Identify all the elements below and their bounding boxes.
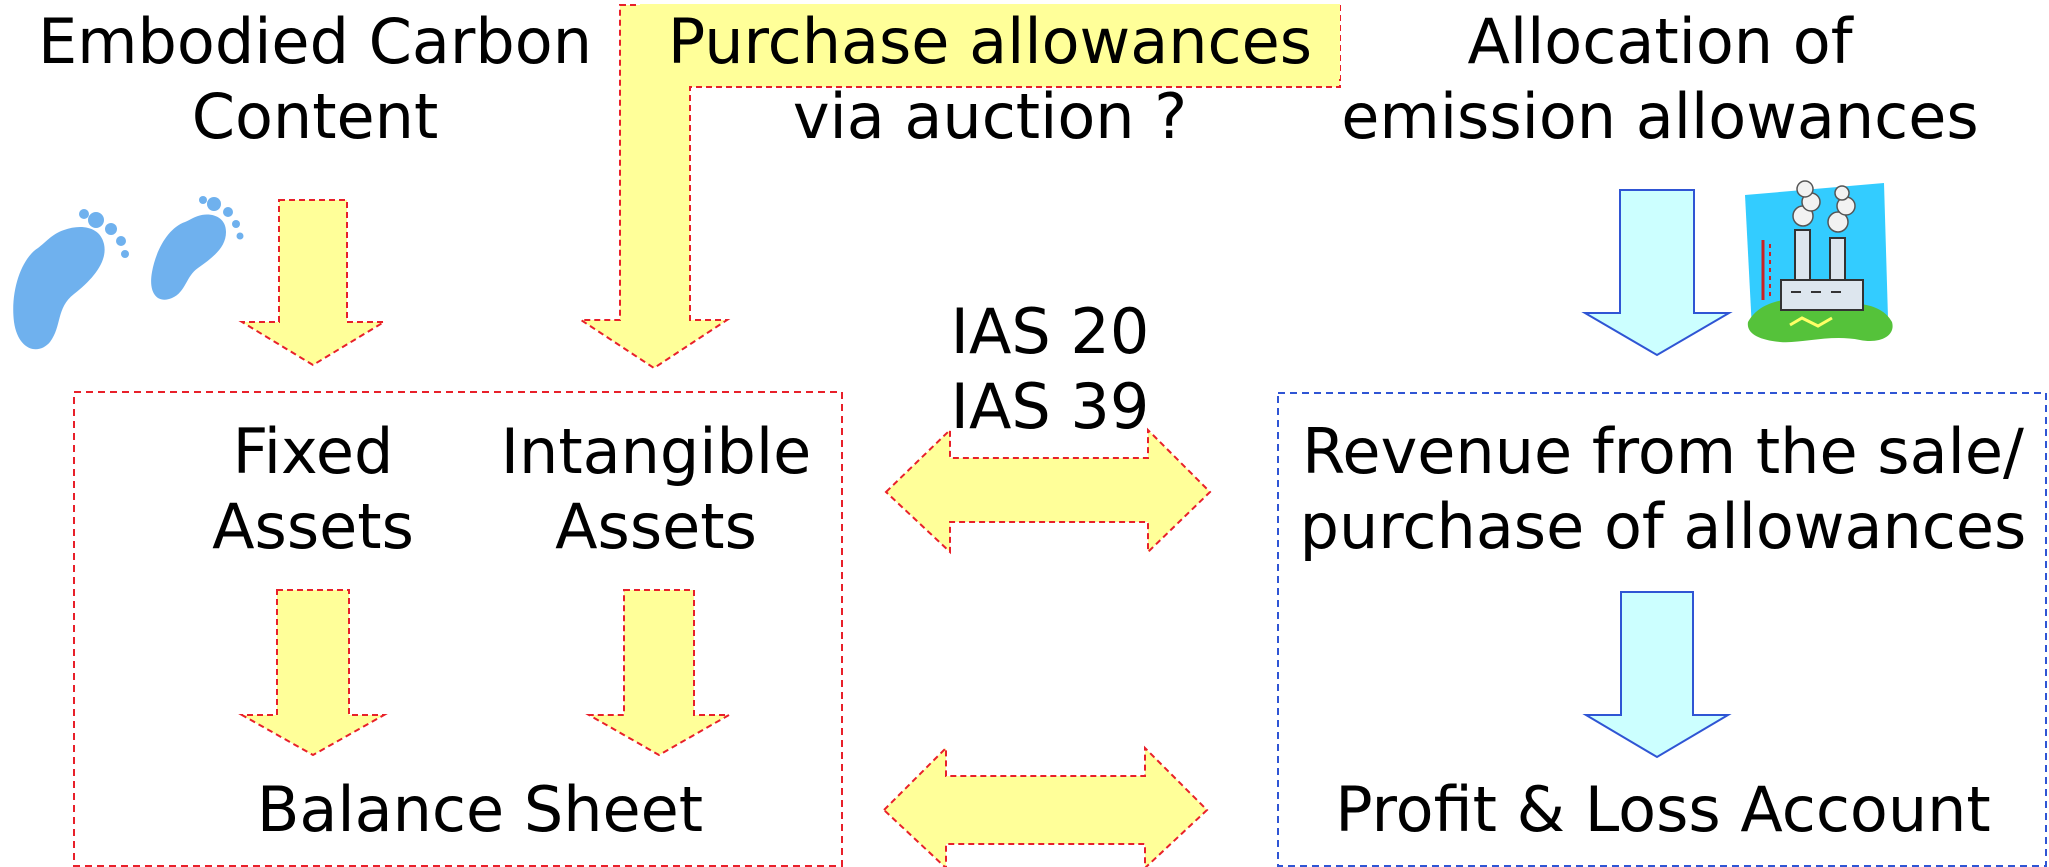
intangible-assets-line-1: Intangible [500, 415, 812, 488]
fixed-assets-line-2: Assets [212, 490, 414, 563]
fixed-assets-down-arrow [238, 589, 388, 757]
balance-sheet-label: Balance Sheet [256, 773, 704, 846]
profit-loss-group-border [1277, 392, 2047, 867]
purchase-allowances-label: Purchase allowances via auction ? [640, 4, 1340, 154]
ias-standards-label: IAS 20 IAS 39 [900, 294, 1200, 444]
ias-double-arrow [884, 427, 1212, 555]
embodied-carbon-label: Embodied Carbon Content [10, 4, 620, 154]
revenue-line-2: purchase of allowances [1299, 490, 2027, 563]
ias-20-text: IAS 20 [950, 295, 1150, 368]
ias-39-text: IAS 39 [950, 370, 1150, 443]
embodied-carbon-down-arrow [238, 199, 388, 367]
fixed-assets-label: Fixed Assets [175, 414, 451, 564]
revenue-to-pl-arrow [1582, 591, 1732, 759]
purchase-allowances-line-2: via auction ? [792, 80, 1188, 153]
intangible-assets-label: Intangible Assets [476, 414, 836, 564]
allocation-down-arrow [1581, 189, 1733, 357]
balance-sheet-group-border [73, 391, 843, 867]
intangible-assets-line-2: Assets [555, 490, 757, 563]
allocation-line-1: Allocation of [1467, 5, 1853, 78]
revenue-allowances-label: Revenue from the sale/ purchase of allow… [1280, 414, 2046, 564]
intangible-assets-down-arrow [585, 589, 733, 757]
fixed-assets-line-1: Fixed [232, 415, 394, 488]
balance-to-pl-double-arrow [882, 745, 1209, 867]
footprints-icon [13, 196, 244, 350]
allocation-line-2: emission allowances [1341, 80, 1979, 153]
purchase-allowances-line-1: Purchase allowances [640, 4, 1340, 79]
embodied-carbon-line-2: Content [191, 80, 439, 153]
revenue-line-1: Revenue from the sale/ [1302, 415, 2024, 488]
embodied-carbon-line-1: Embodied Carbon [37, 5, 592, 78]
allocation-allowances-label: Allocation of emission allowances [1340, 4, 1980, 154]
factory-pollution-icon [1745, 180, 1893, 343]
profit-loss-label: Profit & Loss Account [1335, 773, 1991, 846]
